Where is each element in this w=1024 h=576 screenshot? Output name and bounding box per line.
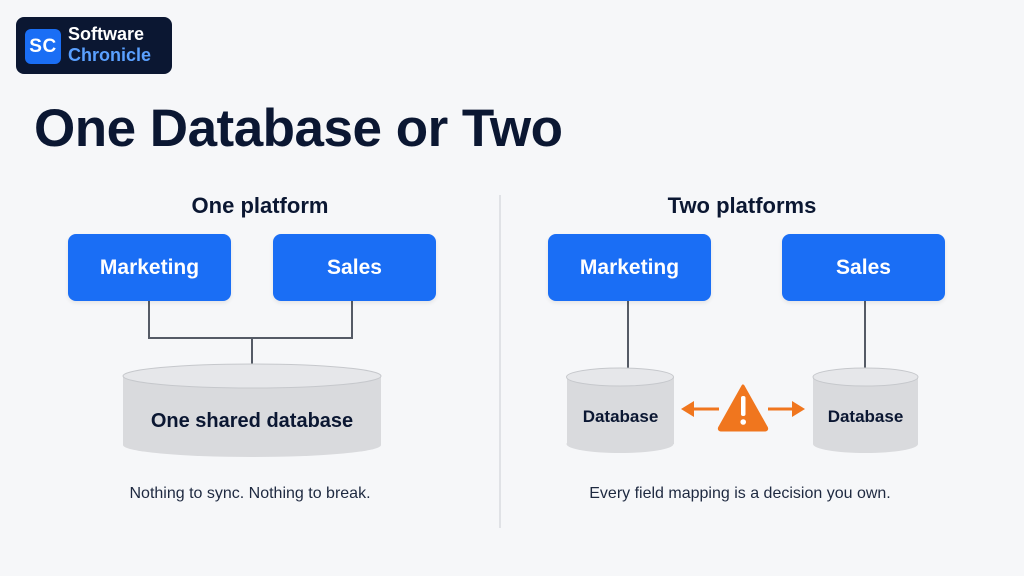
brand-logo: SC Software Chronicle <box>16 17 172 74</box>
right-sales-box: Sales <box>782 234 945 301</box>
left-sales-box: Sales <box>273 234 436 301</box>
database-left-icon <box>566 367 674 453</box>
left-marketing-box: Marketing <box>68 234 231 301</box>
sync-arrow-left-icon <box>681 401 719 417</box>
right-panel-heading: Two platforms <box>667 193 817 218</box>
brand-name-line2: Chronicle <box>68 45 152 65</box>
right-connector-lines <box>627 301 866 368</box>
database-left-label: Database <box>582 407 659 426</box>
shared-database-label: One shared database <box>150 410 354 432</box>
database-right-label: Database <box>827 407 904 426</box>
left-caption: Nothing to sync. Nothing to break. <box>129 485 371 502</box>
panel-divider <box>499 195 501 528</box>
page-title: One Database or Two <box>34 99 563 158</box>
right-caption: Every field mapping is a decision you ow… <box>589 485 891 502</box>
brand-mark: SC <box>25 29 61 64</box>
left-panel-heading: One platform <box>191 193 329 218</box>
right-marketing-box: Marketing <box>548 234 711 301</box>
brand-name-line1: Software <box>68 24 145 44</box>
left-connector-lines <box>148 301 353 364</box>
database-right-icon <box>812 367 919 453</box>
warning-triangle-icon <box>717 384 769 432</box>
sync-arrow-right-icon <box>768 401 805 417</box>
shared-database-icon <box>122 363 382 457</box>
